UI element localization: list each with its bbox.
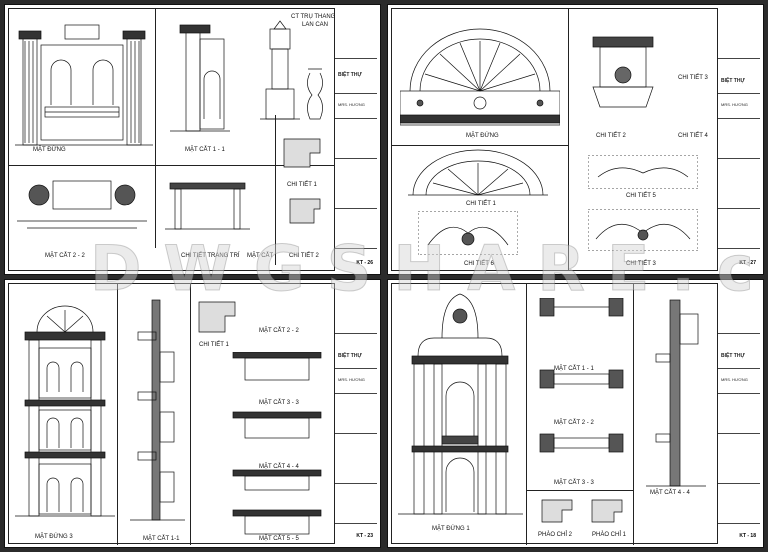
divider (8, 165, 155, 166)
owner-name: MRS. HƯƠNG (338, 377, 365, 382)
label-mat-cat-2-2: MẶT CẮT 2 - 2 (259, 328, 299, 334)
divider (117, 283, 118, 545)
moulding-2-drawing (541, 499, 573, 523)
label-mat-cat-1-1: MẶT CẮT 1-1 (143, 536, 180, 542)
label-mat-cat-3-3: MẶT CẮT 3 - 3 (554, 480, 594, 486)
label-phao-chi-1: PHÀO CHỈ 1 (592, 532, 627, 538)
label-mat-cat-2-2: MẶT CẮT 2 - 2 (554, 420, 594, 426)
label-chi-tiet-2: CHI TIẾT 2 (289, 253, 319, 259)
section-2-2-drawing (17, 180, 147, 229)
label-mat-cat-1-1: MẶT CẮT 1 - 1 (554, 366, 594, 372)
divider (190, 283, 191, 545)
moulding-1-drawing (591, 499, 623, 523)
label-mat-dung-3: MẶT ĐỨNG 3 (35, 534, 73, 540)
detail-2-drawing (592, 36, 654, 108)
label-mat-cat: MẶT CẮT (247, 253, 274, 259)
label-chi-tiet-3-bottom: CHI TIẾT 3 (626, 261, 656, 267)
sheet-kt-18: MẶT CẮT 1 - 1 MẶT CẮT 2 - 2 MẶT CẮT 3 - … (387, 279, 764, 548)
detail-3-ornament-drawing (588, 209, 698, 251)
project-name: BIỆT THỰ (338, 353, 362, 359)
section-1-1-drawing (130, 299, 185, 521)
sheet-number: KT - 26 (356, 260, 373, 266)
facade-elevation-3-drawing (15, 305, 115, 517)
label-ct-tru-thang: CT TRỤ THANG (291, 14, 336, 20)
label-chi-tiet-1: CHI TIẾT 1 (466, 201, 496, 207)
title-block: BIỆT THỰ MRS. HƯƠNG KT - 23 (334, 283, 377, 544)
label-phao-chi-2: PHÀO CHỈ 2 (538, 532, 573, 538)
sections-1-to-3-drawing (539, 298, 624, 453)
label-mat-dung-1: MẶT ĐỨNG 1 (432, 526, 470, 532)
title-block: BIỆT THỰ MRS. HƯƠNG KT - 26 (334, 8, 377, 271)
label-mat-cat-3-3: MẶT CẮT 3 - 3 (259, 400, 299, 406)
project-name: BIỆT THỰ (721, 78, 745, 84)
owner-name: MRS. HƯƠNG (721, 377, 748, 382)
label-chi-tiet-3-top: CHI TIẾT 3 (678, 75, 708, 81)
divider (155, 8, 156, 248)
facade-elevation-drawing (15, 24, 153, 146)
label-chi-tiet-2: CHI TIẾT 2 (596, 133, 626, 139)
label-mat-cat-4-4: MẶT CẮT 4 - 4 (650, 490, 690, 496)
divider (155, 165, 335, 166)
detail-6-ornament-drawing (418, 211, 518, 255)
sheet-kt-23: CHI TIẾT 1 MẶT CẮT 2 - 2 MẶT CẮT 3 - 3 M… (4, 279, 381, 548)
sheet-kt-27: MẶT ĐỨNG CHI TIẾT 2 CHI TIẾT 3 CHI TIẾT … (387, 4, 764, 275)
sheet-number: KT - 23 (356, 533, 373, 539)
stair-post-drawing (260, 20, 300, 120)
label-mat-cat-1-1: MẶT CẮT 1 - 1 (185, 147, 225, 153)
owner-name: MRS. HƯƠNG (338, 102, 365, 107)
project-name: BIỆT THỰ (338, 72, 362, 78)
sheet-number: KT - 18 (739, 533, 756, 539)
label-chi-tiet-6: CHI TIẾT 6 (464, 261, 494, 267)
label-chi-tiet-4: CHI TIẾT 4 (678, 133, 708, 139)
sections-2-to-5-drawing (232, 352, 322, 535)
label-chi-tiet-trang-tri: CHI TIẾT TRANG TRÍ (181, 253, 240, 259)
label-lan-can: LAN CAN (302, 22, 329, 28)
label-mat-cat-2-2: MẶT CẮT 2 - 2 (45, 253, 85, 259)
project-name: BIỆT THỰ (721, 353, 745, 359)
section-1-1-drawing (170, 24, 230, 132)
detail-1-arch-drawing (408, 149, 548, 196)
label-mat-dung: MẶT ĐỨNG (466, 133, 499, 139)
owner-name: MRS. HƯƠNG (721, 102, 748, 107)
sheet-number: KT - 27 (739, 260, 756, 266)
baluster-drawing (307, 68, 323, 120)
facade-elevation-1-drawing (398, 293, 523, 515)
divider (275, 115, 276, 265)
label-chi-tiet-1: CHI TIẾT 1 (199, 342, 229, 348)
divider (568, 8, 569, 270)
decorative-detail-drawing (165, 182, 250, 230)
arch-elevation-drawing (400, 28, 560, 126)
title-block: BIỆT THỰ MRS. HƯƠNG KT - 27 (717, 8, 760, 271)
detail-1-drawing (198, 301, 236, 333)
label-mat-cat-4-4: MẶT CẮT 4 - 4 (259, 464, 299, 470)
divider (526, 490, 633, 491)
label-mat-cat-5-5: MẶT CẮT 5 - 5 (259, 536, 299, 542)
detail-1-2-drawing (283, 138, 321, 224)
label-mat-dung: MẶT ĐỨNG (33, 147, 66, 153)
label-chi-tiet-5: CHI TIẾT 5 (626, 193, 656, 199)
divider (633, 283, 634, 545)
label-chi-tiet-1: CHI TIẾT 1 (287, 182, 317, 188)
detail-5-ornament-drawing (588, 155, 698, 189)
sheet-kt-26: MẶT ĐỨNG MẶT CẮT 1 - 1 CT TRỤ THANG LAN … (4, 4, 381, 275)
section-4-4-drawing (646, 299, 706, 487)
divider (526, 283, 527, 545)
divider (391, 145, 568, 146)
title-block: BIỆT THỰ MRS. HƯƠNG KT - 18 (717, 283, 760, 544)
